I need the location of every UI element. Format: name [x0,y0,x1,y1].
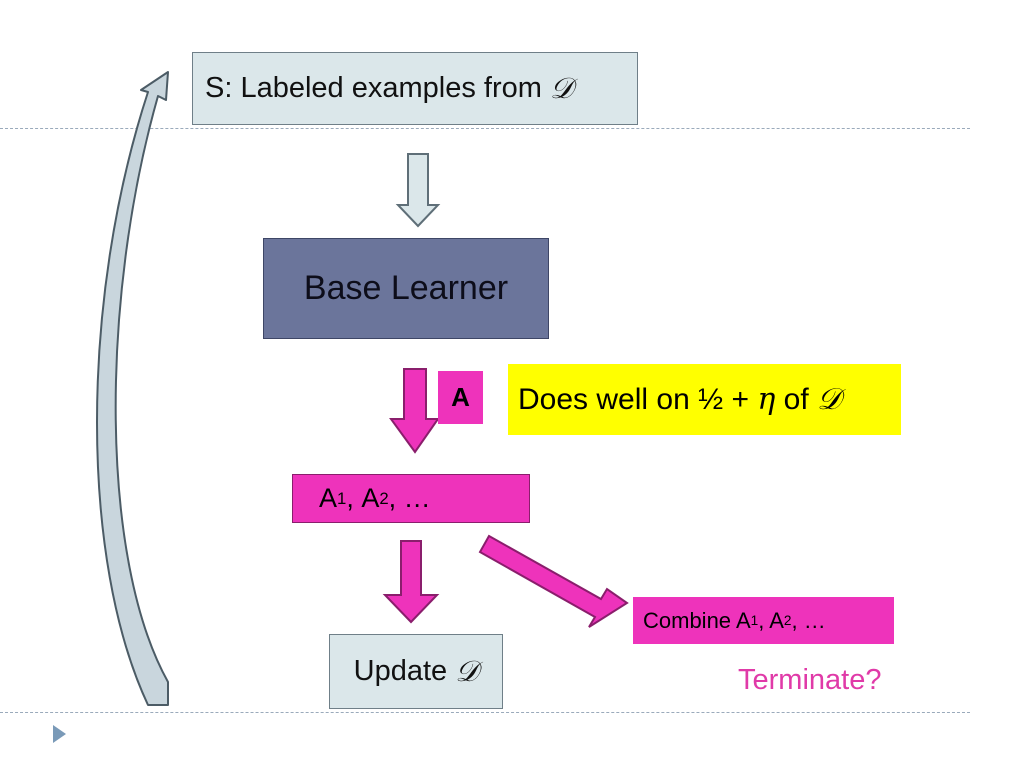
update-distribution-box: Update 𝒟 [329,634,503,709]
update-label: Update [353,655,448,687]
hypothesis-a-label: A [451,382,470,412]
distribution-symbol: 𝒟 [817,382,841,417]
terminate-question: Terminate? [738,664,882,696]
hypothesis-a-tag: A [438,371,483,424]
distribution-symbol: 𝒟 [549,71,574,105]
combine-subscript-1: 1 [750,613,759,628]
combine-subscript-2: 2 [783,613,792,628]
hypothesis-2: A [361,483,380,513]
labeled-examples-box: S: Labeled examples from 𝒟 [192,52,638,125]
hypotheses-ellipsis: , … [388,483,431,513]
hypotheses-separator: , [346,483,362,513]
combine-prefix: Combine A [643,607,751,633]
combine-mid: , A [758,607,784,633]
claim-prefix: Does well on ½ + [518,382,749,416]
source-to-learner-arrow [395,153,441,228]
hypothesis-2-subscript: 2 [379,488,389,508]
hypothesis-1-subscript: 1 [337,488,347,508]
weak-learning-claim-box: Does well on ½ + η of 𝒟 [508,364,901,435]
hypotheses-to-combine-arrow [478,534,629,628]
claim-mid: of [783,382,809,416]
combine-ellipsis: , … [791,607,826,633]
bottom-divider [0,712,970,713]
base-learner-label: Base Learner [303,269,509,307]
learner-to-hypotheses-arrow [389,368,440,454]
slide-bullet-icon [53,725,66,743]
top-divider [0,128,970,129]
distribution-symbol: 𝒟 [455,654,479,688]
base-learner-box: Base Learner [263,238,549,339]
eta-symbol: η [757,382,776,417]
labeled-examples-text: S: Labeled examples from [205,72,542,104]
loop-back-arrow [96,71,169,706]
hypothesis-1: A [319,483,338,513]
hypotheses-to-update-arrow [382,540,440,624]
